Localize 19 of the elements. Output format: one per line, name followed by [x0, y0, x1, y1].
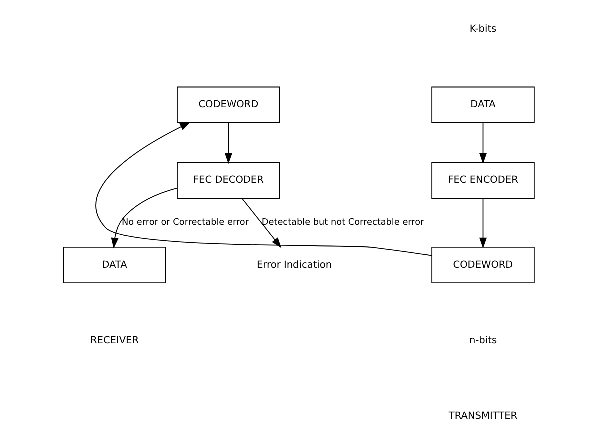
label: RECEIVER [90, 335, 139, 346]
node-box: FEC DECODER [176, 162, 280, 199]
node-box: DATA [62, 247, 166, 284]
label: K-bits [469, 24, 496, 35]
label: TRANSMITTER [448, 411, 518, 422]
edge-label: No error or Correctable error [121, 218, 249, 228]
label: n-bits [468, 335, 497, 346]
arrow [241, 198, 282, 248]
arrow [479, 122, 486, 164]
node-text: Error Indication [256, 260, 332, 271]
arrow [95, 122, 432, 256]
node-box: FEC ENCODER [431, 162, 534, 199]
arrow [479, 198, 486, 249]
node-box: CODEWORD [431, 247, 534, 284]
arrow [224, 122, 232, 164]
edge-label: Detectable but not Correctable error [261, 218, 424, 228]
node-box: CODEWORD [176, 86, 280, 124]
node-box: DATA [431, 86, 534, 124]
arrow [110, 188, 178, 249]
